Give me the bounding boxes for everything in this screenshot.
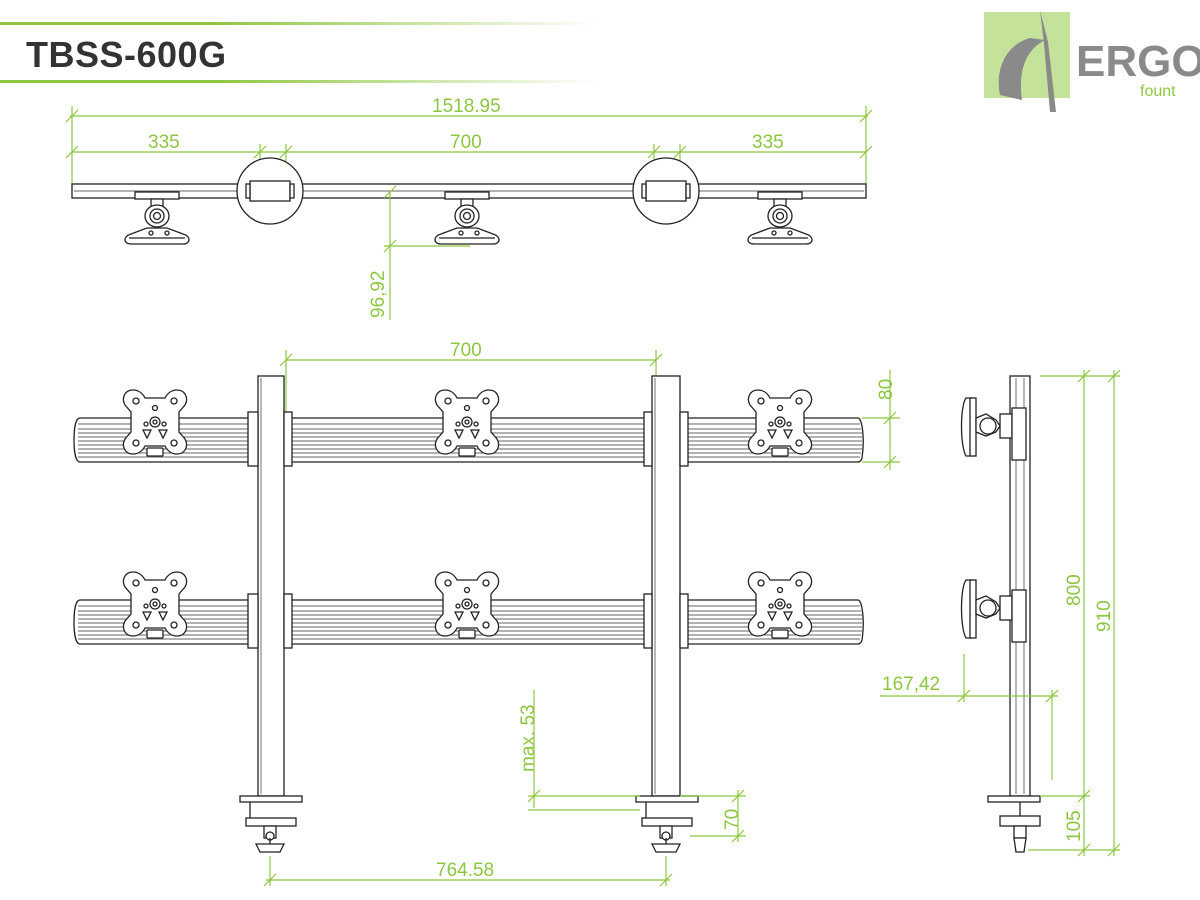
dim-clamp-max: max. 53 <box>518 704 539 772</box>
desk-clamp-left <box>239 795 303 853</box>
dim-top-depth: 96,92 <box>368 270 389 318</box>
dim-front-spacing: 700 <box>450 340 482 361</box>
top-mount-left <box>124 191 190 245</box>
dim-side-105: 105 <box>1064 810 1085 842</box>
top-mount-center <box>434 191 500 245</box>
dim-base-spacing: 764.58 <box>436 860 494 881</box>
vesa-plate-lower-right <box>747 571 813 639</box>
dim-rail-height: 80 <box>876 379 897 400</box>
ergo-fount-logo: ERGO fount <box>984 10 1200 112</box>
page-title: TBSS-600G <box>26 34 227 75</box>
dim-side-910: 910 <box>1094 600 1115 632</box>
logo-stroke-icon <box>1040 10 1056 112</box>
top-mount-right <box>747 191 813 245</box>
dim-total-width: 1518.95 <box>432 96 501 117</box>
dim-side-800: 800 <box>1064 574 1085 606</box>
front-view: 700 80 <box>73 340 900 887</box>
dim-left-segment: 335 <box>148 132 180 153</box>
pole-right <box>651 375 681 797</box>
vesa-plate-lower-left <box>122 571 188 639</box>
vesa-plate-upper-left <box>122 389 188 457</box>
top-view: 1518.95 335 700 335 96,92 <box>65 96 873 320</box>
dim-middle-segment: 700 <box>450 132 482 153</box>
logo-sub: fount <box>1140 83 1176 100</box>
vesa-plate-upper-center <box>434 389 500 457</box>
title-accent-line-top <box>0 22 600 25</box>
desk-clamp-right <box>635 795 699 853</box>
pole-left <box>257 375 285 797</box>
top-joint-left <box>236 157 304 225</box>
side-clamp <box>987 795 1041 853</box>
dim-clamp-70: 70 <box>722 809 743 830</box>
dim-side-depth: 167,42 <box>882 674 940 695</box>
title-accent-line-bottom <box>0 80 600 83</box>
top-joint-right <box>632 157 700 225</box>
vesa-plate-upper-right <box>747 389 813 457</box>
side-view: 167,42 800 910 105 <box>880 369 1121 857</box>
logo-brand: ERGO <box>1076 37 1200 86</box>
logo-swoosh-icon <box>998 38 1045 100</box>
vesa-plate-lower-center <box>434 571 500 639</box>
dim-right-segment: 335 <box>752 132 784 153</box>
